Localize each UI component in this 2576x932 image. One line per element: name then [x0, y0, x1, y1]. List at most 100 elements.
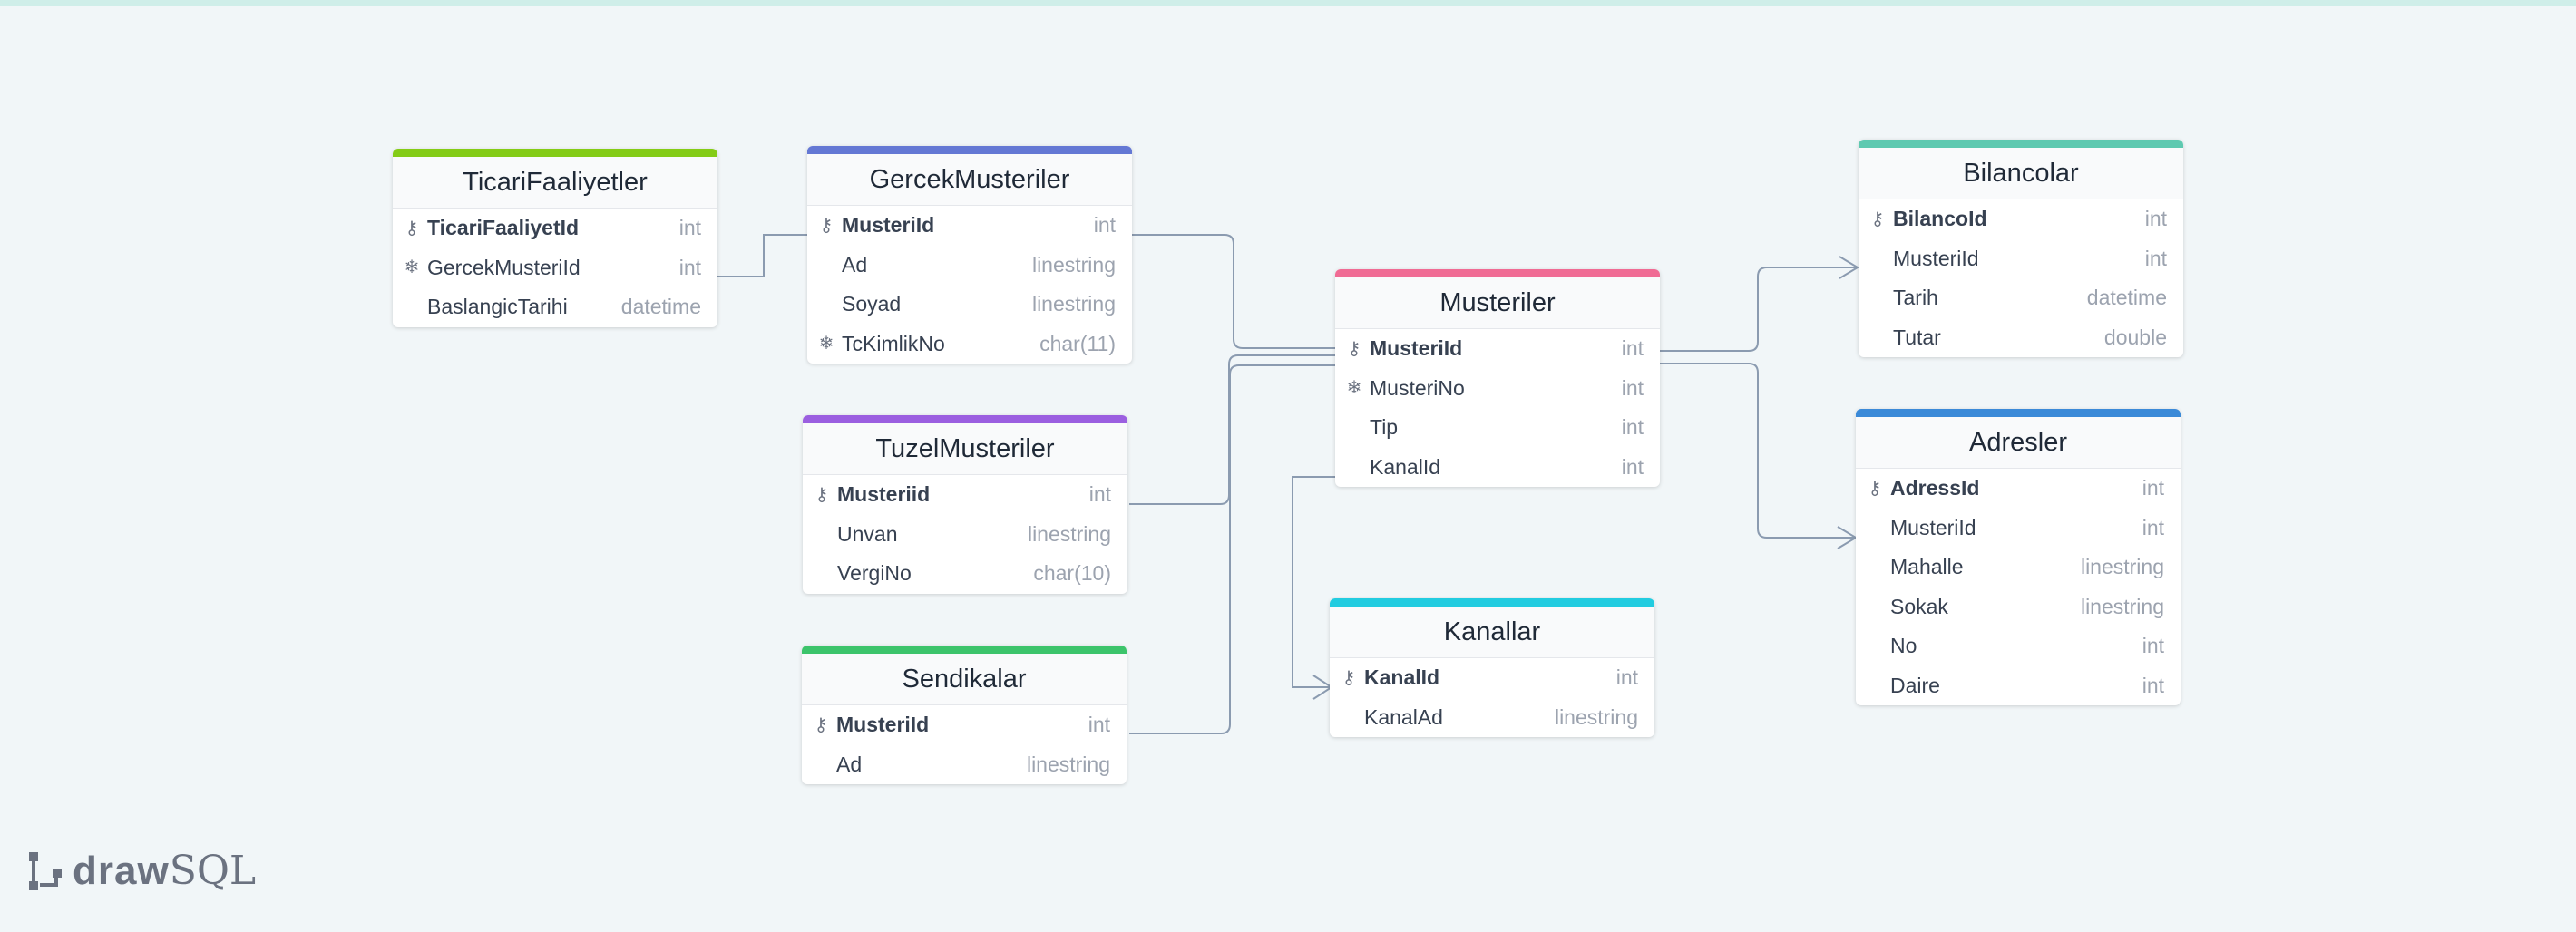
column-row[interactable]: Ad linestring: [807, 246, 1132, 286]
column-row[interactable]: VergiNo char(10): [803, 554, 1127, 594]
key-icon: ⚷: [1347, 338, 1361, 359]
column-row[interactable]: Tip int: [1335, 408, 1660, 448]
column-name: KanalId: [1370, 454, 1441, 479]
table-title[interactable]: TicariFaaliyetler: [393, 149, 717, 209]
column-type: double: [2103, 325, 2167, 349]
column-row[interactable]: Tarih datetime: [1859, 278, 2183, 318]
column-row[interactable]: Mahalle linestring: [1856, 548, 2181, 587]
column-row[interactable]: ⚷ MusteriId int: [1335, 329, 1660, 369]
column-row[interactable]: ⚷ BilancoId int: [1859, 199, 2183, 239]
column-name: Tip: [1370, 415, 1399, 440]
column-type: int: [2144, 246, 2167, 270]
table-title[interactable]: Adresler: [1856, 409, 2181, 469]
column-row[interactable]: BaslangicTarihi datetime: [393, 287, 717, 327]
drawsql-logo-icon: [29, 851, 62, 890]
snowflake-icon: ❄: [404, 257, 420, 278]
logo-text-draw: draw: [73, 848, 170, 893]
column-row[interactable]: Sokak linestring: [1856, 587, 2181, 627]
link-gercek-musteriler: [1132, 234, 1335, 349]
column-name: GercekMusteriId: [427, 255, 581, 279]
key-icon: ⚷: [1870, 209, 1885, 229]
table-bilancolar[interactable]: Bilancolar ⚷ BilancoId int MusteriId int…: [1859, 140, 2183, 357]
column-row[interactable]: ❄ MusteriNo int: [1335, 369, 1660, 409]
column-type: char(10): [1033, 561, 1111, 586]
column-type: int: [678, 255, 701, 279]
key-icon: ⚷: [819, 215, 834, 236]
link-tuzel-musteriler: [1129, 354, 1335, 505]
column-type: linestring: [1026, 752, 1110, 776]
column-type: int: [1088, 713, 1110, 737]
column-row[interactable]: No int: [1856, 626, 2181, 666]
column-type: int: [2144, 207, 2167, 231]
table-gercekmusteriler[interactable]: GercekMusteriler ⚷ MusteriId int Ad line…: [807, 146, 1132, 364]
column-row[interactable]: Daire int: [1856, 666, 2181, 706]
table-adresler[interactable]: Adresler ⚷ AdressId int MusteriId int Ma…: [1856, 409, 2181, 705]
column-row[interactable]: KanalId int: [1335, 448, 1660, 488]
table-tuzelmusteriler[interactable]: TuzelMusteriler ⚷ Musteriid int Unvan li…: [803, 415, 1127, 594]
column-type: int: [2142, 476, 2164, 500]
table-kanallar[interactable]: Kanallar ⚷ KanalId int KanalAd linestrin…: [1330, 598, 1654, 737]
link-sendika-musteriler: [1129, 364, 1335, 734]
column-row[interactable]: ⚷ MusteriId int: [802, 705, 1127, 745]
column-name: Soyad: [842, 292, 902, 316]
key-icon: ⚷: [815, 484, 829, 505]
column-name: Ad: [842, 252, 868, 277]
column-type: int: [2142, 673, 2164, 697]
column-type: int: [1088, 482, 1111, 507]
table-musteriler[interactable]: Musteriler ⚷ MusteriId int ❄ MusteriNo i…: [1335, 269, 1660, 487]
drawsql-logo: draw SQL: [27, 848, 256, 894]
snowflake-icon: ❄: [818, 334, 834, 354]
key-icon: ⚷: [814, 714, 828, 735]
column-row[interactable]: ⚷ Musteriid int: [803, 475, 1127, 515]
column-type: int: [1615, 665, 1638, 690]
column-name: KanalAd: [1364, 704, 1443, 729]
column-name: No: [1890, 634, 1917, 658]
snowflake-icon: ❄: [1346, 378, 1362, 399]
logo-text-sql: SQL: [169, 848, 257, 894]
column-row[interactable]: ⚷ KanalId int: [1330, 658, 1654, 698]
column-row[interactable]: ⚷ AdressId int: [1856, 469, 2181, 509]
table-sendikalar[interactable]: Sendikalar ⚷ MusteriId int Ad linestring: [802, 646, 1127, 784]
column-name: MusteriId: [1370, 336, 1463, 361]
table-ticarifaaliyetler[interactable]: TicariFaaliyetler ⚷ TicariFaaliyetId int…: [393, 149, 717, 327]
column-name: Tutar: [1893, 325, 1941, 349]
column-row[interactable]: MusteriId int: [1856, 509, 2181, 549]
column-name: BilancoId: [1893, 207, 1987, 231]
column-name: Musteriid: [837, 482, 931, 507]
column-row[interactable]: Ad linestring: [802, 745, 1127, 785]
column-row[interactable]: ⚷ TicariFaaliyetId int: [393, 209, 717, 248]
table-title[interactable]: Sendikalar: [802, 646, 1127, 705]
column-name: MusteriNo: [1370, 375, 1465, 400]
key-icon: ⚷: [1868, 478, 1882, 499]
column-type: linestring: [1031, 292, 1116, 316]
column-name: KanalId: [1364, 665, 1440, 690]
column-row[interactable]: MusteriId int: [1859, 239, 2183, 279]
table-title[interactable]: Kanallar: [1330, 598, 1654, 658]
column-type: int: [2142, 515, 2164, 539]
column-row[interactable]: ❄ TcKimlikNo char(11): [807, 325, 1132, 364]
column-type: linestring: [2080, 594, 2164, 618]
column-name: MusteriId: [836, 713, 930, 737]
column-type: int: [1621, 375, 1644, 400]
table-title[interactable]: GercekMusteriler: [807, 146, 1132, 206]
column-name: Unvan: [837, 521, 898, 546]
column-name: MusteriId: [842, 213, 935, 238]
column-type: int: [1621, 415, 1644, 440]
link-ticari-gercek: [717, 234, 807, 277]
column-name: MusteriId: [1893, 246, 1979, 270]
column-row[interactable]: Tutar double: [1859, 318, 2183, 358]
column-type: int: [2142, 634, 2164, 658]
column-type: linestring: [1027, 521, 1111, 546]
key-icon: ⚷: [1342, 667, 1356, 688]
column-type: linestring: [2080, 555, 2164, 579]
column-row[interactable]: ⚷ MusteriId int: [807, 206, 1132, 246]
table-title[interactable]: Musteriler: [1335, 269, 1660, 329]
link-musteriler-kanallar: [1292, 476, 1335, 688]
column-type: datetime: [620, 295, 701, 319]
table-title[interactable]: Bilancolar: [1859, 140, 2183, 199]
column-row[interactable]: KanalAd linestring: [1330, 698, 1654, 738]
column-row[interactable]: ❄ GercekMusteriId int: [393, 248, 717, 288]
column-row[interactable]: Unvan linestring: [803, 515, 1127, 555]
column-row[interactable]: Soyad linestring: [807, 285, 1132, 325]
table-title[interactable]: TuzelMusteriler: [803, 415, 1127, 475]
